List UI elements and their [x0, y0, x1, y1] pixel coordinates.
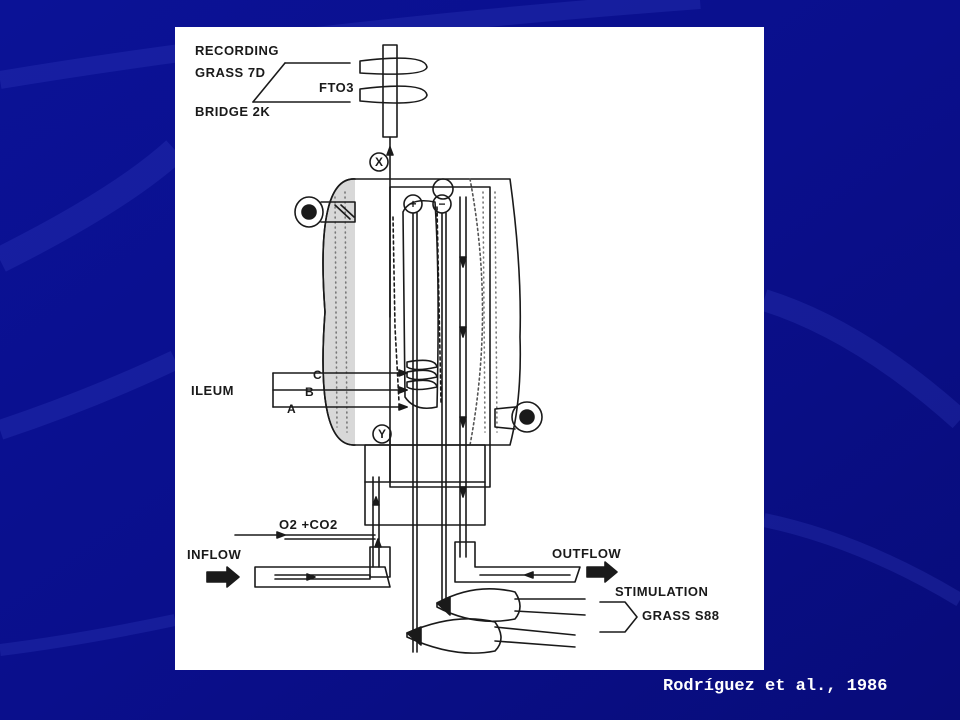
overflow-tube — [432, 178, 467, 558]
citation-text: Rodríguez et al., 1986 — [663, 677, 888, 696]
force-transducer — [359, 44, 428, 148]
point-x-marker — [369, 152, 389, 172]
outflow-pipe — [454, 541, 581, 583]
ileum-threads — [272, 369, 408, 411]
stimulation-electrodes — [406, 587, 586, 654]
figure-panel: RECORDING GRASS 7D BRIDGE 2K FTO3 X + − … — [175, 27, 764, 670]
gas-line — [234, 531, 376, 540]
label-electrode-plus: + — [409, 197, 416, 211]
label-outflow: OUTFLOW — [552, 546, 621, 561]
label-stimulation-line1: STIMULATION — [615, 584, 708, 599]
label-ileum: ILEUM — [191, 383, 234, 398]
stimulation-bracket — [599, 601, 638, 633]
label-thread-c: C — [313, 368, 322, 382]
lower-stem — [364, 444, 486, 568]
label-thread-b: B — [305, 385, 314, 399]
label-recording-line1: RECORDING — [195, 43, 279, 58]
label-recording-line2: GRASS 7D — [195, 65, 265, 80]
inflow-arrow — [206, 566, 240, 588]
point-y-marker — [372, 424, 392, 444]
jacket-lower-port — [494, 401, 543, 433]
label-thread-a: A — [287, 402, 296, 416]
label-gas: O2 +CO2 — [279, 517, 338, 532]
label-inflow: INFLOW — [187, 547, 241, 562]
label-stimulation-line2: GRASS S88 — [642, 608, 719, 623]
recording-callout — [252, 62, 351, 103]
label-electrode-minus: − — [438, 197, 445, 211]
inner-chamber — [389, 186, 491, 488]
inflow-pipe — [254, 538, 391, 588]
label-point-x: X — [375, 155, 383, 169]
jacket-upper-port — [294, 196, 356, 228]
water-jacket — [322, 178, 522, 446]
label-bridge: BRIDGE 2K — [195, 104, 270, 119]
outflow-arrow — [586, 561, 618, 583]
organ-bath-diagram: RECORDING GRASS 7D BRIDGE 2K FTO3 X + − … — [187, 43, 719, 654]
label-point-y: Y — [378, 427, 386, 441]
label-transducer: FTO3 — [319, 80, 354, 95]
